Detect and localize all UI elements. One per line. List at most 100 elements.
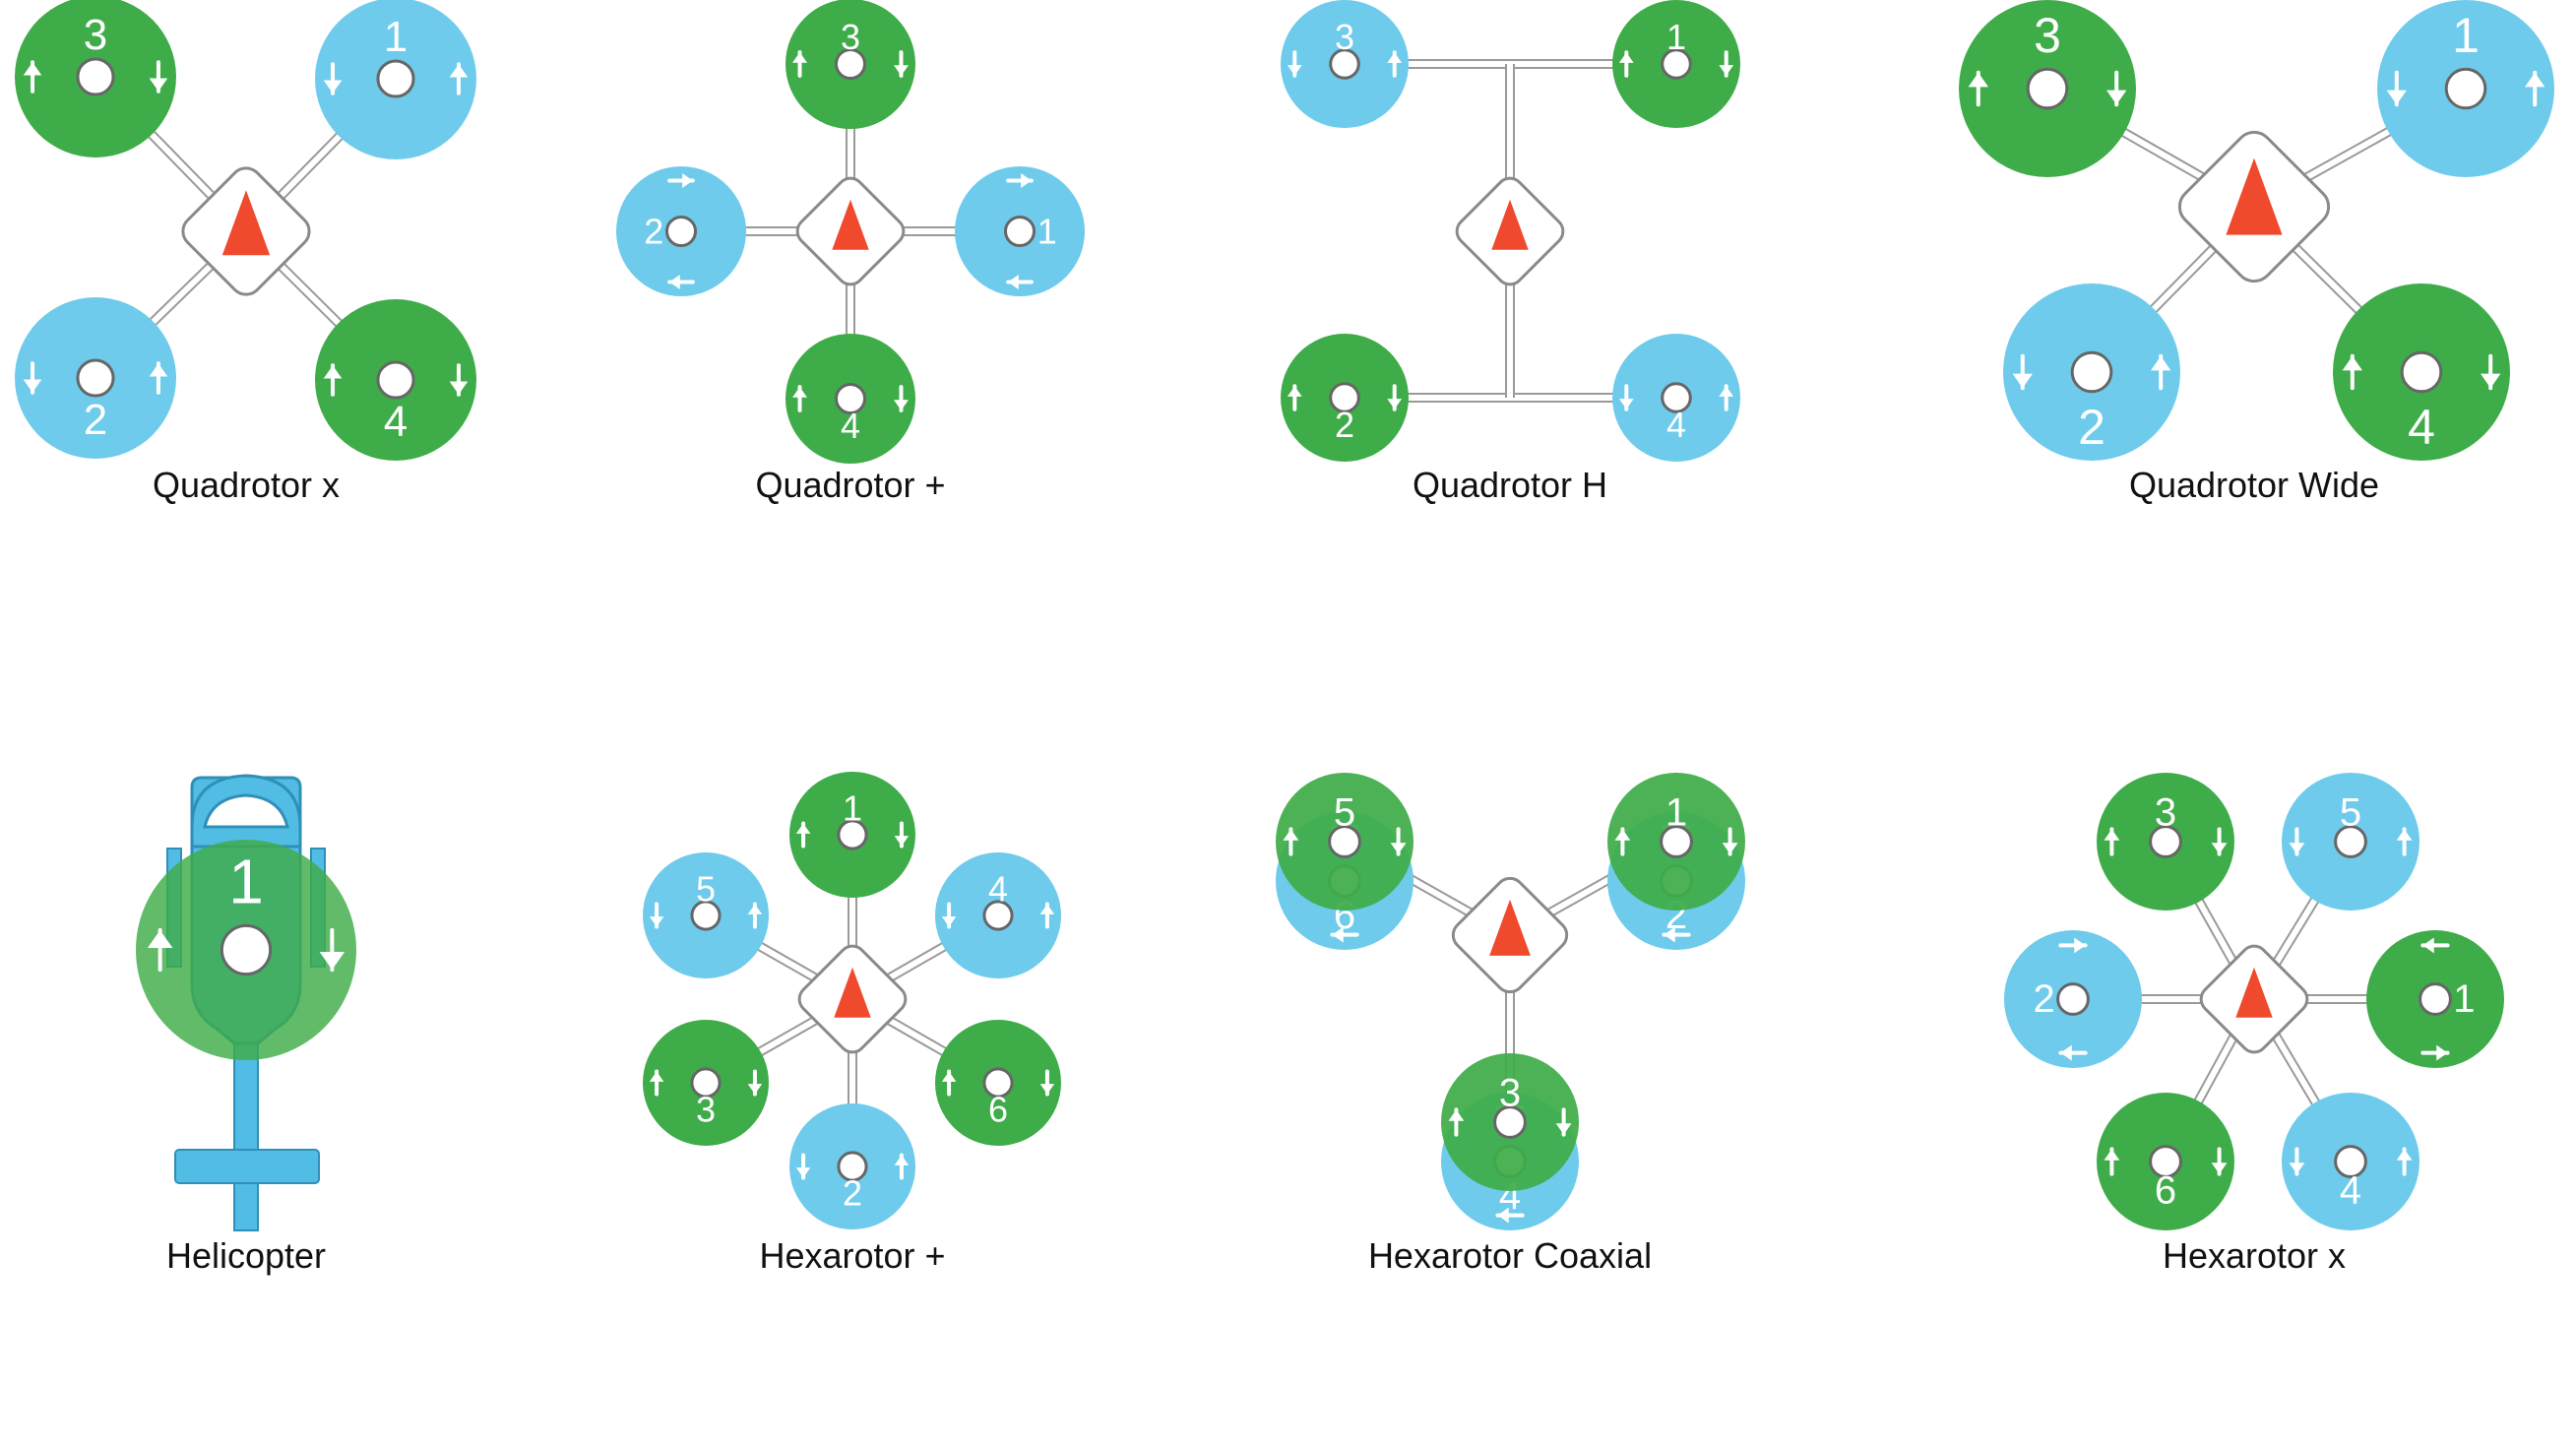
rotation-arrow-head (1287, 65, 1302, 76)
rotation-arrow-head (747, 1084, 763, 1095)
motor-number-label: 6 (2155, 1168, 2176, 1212)
rotation-arrow-head (1618, 52, 1634, 63)
motor-hub-dot (2419, 982, 2452, 1016)
motor-hub-dot (1003, 215, 1037, 248)
rotation-arrow-head (2480, 373, 2501, 389)
rotation-arrow-head (149, 78, 168, 92)
forward-direction-icon (2226, 157, 2283, 235)
rotation-arrow-head (1287, 386, 1302, 397)
motor-number-label: 1 (2452, 8, 2480, 63)
motor-hub-dot (1329, 382, 1360, 413)
rotation-arrow-head (894, 836, 910, 847)
cockpit-window (203, 793, 289, 829)
rotation-arrow-head (1387, 52, 1403, 63)
rotation-arrow-head (147, 929, 173, 948)
motor-number-label: 1 (1666, 17, 1686, 57)
motor-number-label: 4 (384, 398, 408, 446)
motor-number-label: 3 (841, 17, 860, 57)
rotation-arrow-head (2211, 1163, 2228, 1174)
motor-number-label: 3 (2155, 791, 2176, 835)
forward-direction-icon (1491, 199, 1529, 250)
rotation-arrow-head (2104, 1149, 2120, 1161)
motor-hub-dot (664, 215, 698, 248)
rotation-arrow-head (149, 363, 168, 377)
motor-number-label: 4 (2340, 1168, 2361, 1212)
rotation-arrow-head (893, 65, 909, 76)
motor-hub-dot (2026, 67, 2069, 110)
rotation-arrow-head (1008, 274, 1019, 289)
motor-number-label: 2 (2033, 977, 2054, 1021)
motor-number-label: 4 (841, 406, 860, 446)
motor-hub-dot (982, 1067, 1014, 1099)
motor-number-label: 3 (1335, 17, 1354, 57)
motor-number-label: 1 (843, 788, 862, 829)
tail-fin (174, 1149, 320, 1184)
motor-number-label: 3 (1499, 1072, 1521, 1115)
rotation-arrow-head (2524, 72, 2545, 88)
rotation-arrow-head (2012, 373, 2034, 389)
forward-direction-icon (834, 967, 871, 1018)
rotation-arrow-head (669, 274, 680, 289)
rotation-arrow-head (792, 52, 808, 63)
motor-number-label: 3 (696, 1089, 716, 1129)
motor-hub-dot (1329, 48, 1360, 80)
motor-hub-dot (834, 47, 867, 81)
rotation-arrow-head (319, 952, 346, 971)
rotation-arrow-head (649, 1071, 664, 1082)
motor-hub-dot (837, 1151, 868, 1182)
motor-hub-dot (837, 819, 868, 850)
rotation-arrow-head (23, 62, 42, 76)
rotation-arrow-head (795, 823, 811, 834)
rotation-arrow-head (1039, 1084, 1055, 1095)
motor-number-label: 2 (644, 212, 663, 252)
rotation-arrow-head (649, 916, 664, 927)
rotation-arrow-head (1555, 1123, 1572, 1135)
frame-caption: Quadrotor x (153, 465, 340, 505)
rotation-arrow-head (323, 80, 343, 94)
motor-hub-dot (982, 900, 1014, 931)
frame-caption: Quadrotor Wide (2129, 465, 2379, 505)
motor-hub-dot (2149, 825, 2182, 858)
motor-number-label: 2 (1335, 405, 1354, 445)
motor-hub-dot (2444, 67, 2487, 110)
motor-hub-dot (1328, 825, 1361, 858)
rotation-arrow-head (1021, 173, 1032, 189)
motor-hub-dot (76, 57, 115, 96)
motor-number-label: 2 (843, 1172, 862, 1213)
rotation-arrow-head (2386, 90, 2408, 105)
motor-number-label: 1 (2453, 977, 2475, 1021)
motor-number-label: 1 (1665, 791, 1687, 835)
motor-hub-dot (1661, 382, 1692, 413)
motor-hub-dot (2056, 982, 2090, 1016)
motor-hub-dot (2334, 825, 2367, 858)
rotation-arrow-head (2060, 1044, 2072, 1061)
frame-caption: Helicopter (166, 1235, 326, 1276)
rotation-arrow-head (747, 904, 763, 914)
motor-number-label: 5 (696, 869, 716, 910)
rotation-arrow-head (323, 365, 343, 379)
rotation-arrow-head (1283, 829, 1299, 841)
motor-hub-dot (690, 1067, 722, 1099)
motor-number-label: 5 (2340, 791, 2361, 835)
motor-number-label: 1 (1037, 212, 1057, 252)
rotation-arrow-head (2150, 355, 2171, 371)
rotation-arrow-head (1664, 926, 1675, 943)
forward-direction-icon (1489, 899, 1531, 956)
motor-hub-dot (1661, 48, 1692, 80)
motor-number-label: 6 (988, 1089, 1008, 1129)
rotation-arrow-head (2105, 90, 2127, 105)
rotation-arrow-head (894, 1155, 910, 1165)
motor-hub-dot (1660, 825, 1693, 858)
frame-caption: Quadrotor H (1413, 465, 1607, 505)
rotation-arrow-head (23, 379, 42, 393)
rotation-arrow-head (2436, 1044, 2448, 1061)
forward-direction-icon (221, 190, 271, 256)
rotation-arrow-head (1497, 1207, 1509, 1224)
rotation-arrow-head (1332, 926, 1344, 943)
